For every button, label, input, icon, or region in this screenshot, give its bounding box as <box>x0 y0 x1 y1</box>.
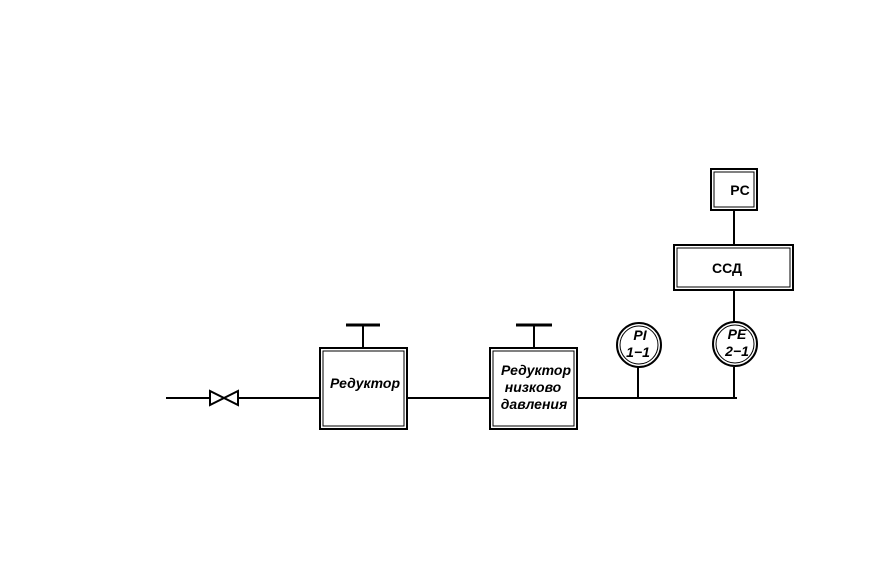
gauge-pe-line-2: 2−1 <box>724 343 749 359</box>
low-pressure-reducer-line-1: Редуктор <box>501 362 571 378</box>
low-pressure-reducer-block: Редуктор низково давления <box>489 323 578 430</box>
ssd-block: ССД <box>673 244 794 291</box>
gauge-pi: PI 1−1 <box>616 322 662 368</box>
low-pressure-reducer-line-3: давления <box>501 396 567 412</box>
pipeline <box>166 210 737 399</box>
low-pressure-reducer-line-2: низково <box>505 379 562 395</box>
rs-block: PC <box>710 168 758 211</box>
ssd-label: ССД <box>712 260 742 276</box>
rs-label: PC <box>730 182 749 198</box>
reducer-block: Редуктор <box>319 323 408 430</box>
gauge-pe: PE 2−1 <box>712 321 758 367</box>
gauge-pe-line-1: PE <box>728 326 747 342</box>
gauge-pi-line-1: PI <box>633 327 647 343</box>
gauge-pi-line-2: 1−1 <box>626 344 650 360</box>
reducer-label: Редуктор <box>330 375 400 391</box>
valve-icon <box>209 389 239 407</box>
